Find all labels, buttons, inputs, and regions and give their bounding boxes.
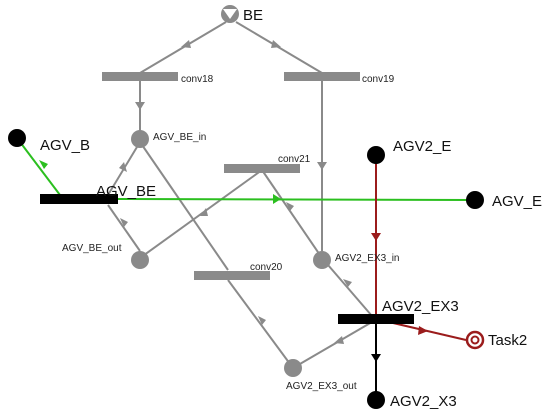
black-edges bbox=[371, 322, 381, 398]
edge-conv20-agv2ex3out bbox=[227, 279, 294, 369]
place-agv-be-out bbox=[131, 251, 149, 269]
place-agv-be-in bbox=[131, 130, 149, 148]
arrow-conv21-agv2ex3in bbox=[286, 202, 294, 211]
edge-agvbein-conv20 bbox=[139, 141, 229, 271]
place-task2-inner bbox=[470, 335, 480, 345]
label-agv-b: AGV_B bbox=[40, 137, 90, 154]
arrow-be-conv19 bbox=[271, 40, 281, 48]
arrow-conv18-agvbein bbox=[135, 102, 145, 110]
labels: BE conv18 conv19 AGV_B AGV_BE_in conv21 … bbox=[40, 7, 542, 410]
arrow-agv2ex3-agv2ex3out bbox=[334, 336, 344, 344]
label-agv2-ex3: AGV2_EX3 bbox=[382, 298, 459, 315]
arrow-agv2e-agv2ex3 bbox=[371, 233, 381, 241]
edge-agvbe-agve bbox=[109, 198, 473, 201]
edge-agv2ex3-agv2ex3out bbox=[292, 321, 373, 369]
transition-agv2-ex3 bbox=[338, 314, 414, 324]
label-agv-be-in: AGV_BE_in bbox=[153, 132, 206, 143]
arrow-conv19-agv2ex3in bbox=[317, 162, 327, 170]
edge-agv2ex3in-agv2ex3 bbox=[321, 257, 373, 317]
label-conv19: conv19 bbox=[362, 74, 395, 85]
label-agv2-x3: AGV2_X3 bbox=[390, 393, 457, 410]
place-agv2-x3 bbox=[367, 391, 385, 409]
arrow-agvbe-agvbeout bbox=[120, 218, 128, 227]
arrow-agv2ex3-task2 bbox=[418, 326, 428, 335]
label-task2: Task2 bbox=[488, 332, 527, 349]
transition-conv19 bbox=[284, 72, 360, 81]
arrow-conv20-agv2ex3out bbox=[258, 316, 266, 325]
place-agv2-ex3-out bbox=[284, 359, 302, 377]
place-agv2-ex3-in bbox=[313, 251, 331, 269]
label-conv20: conv20 bbox=[250, 262, 283, 273]
green-edges bbox=[16, 137, 473, 204]
places bbox=[8, 5, 485, 409]
label-be: BE bbox=[243, 7, 263, 24]
edge-be-conv19 bbox=[235, 21, 323, 74]
transition-agv-be bbox=[40, 194, 118, 204]
label-conv18: conv18 bbox=[181, 74, 214, 85]
label-agv-be: AGV_BE bbox=[96, 183, 156, 200]
arrow-agvbein-agvbe bbox=[119, 162, 127, 172]
transition-conv18 bbox=[102, 72, 178, 81]
transition-conv20 bbox=[194, 271, 270, 280]
arrow-agvb-agvbe bbox=[39, 160, 48, 169]
label-conv21: conv21 bbox=[278, 154, 311, 165]
label-agv2-ex3-out: AGV2_EX3_out bbox=[286, 381, 357, 392]
edge-be-conv18 bbox=[139, 21, 227, 74]
place-agv-e bbox=[466, 191, 484, 209]
edge-agvbe-agvbeout bbox=[107, 204, 141, 252]
transitions bbox=[40, 72, 414, 324]
place-be-marker-icon bbox=[223, 9, 237, 19]
arrow-agv2ex3-agv2x3 bbox=[371, 354, 381, 362]
arrow-be-conv18 bbox=[181, 40, 191, 48]
label-agv-be-out: AGV_BE_out bbox=[62, 243, 122, 254]
transition-conv21 bbox=[224, 164, 300, 173]
edge-agvb-agvbe bbox=[16, 137, 61, 196]
arrow-agv2ex3in-agv2ex3 bbox=[343, 279, 352, 287]
edge-conv21-agv2ex3in bbox=[261, 169, 323, 259]
arrow-agvbe-agve bbox=[273, 194, 281, 204]
edge-agvbeout-conv21 bbox=[139, 169, 263, 259]
arrow-agvbeout-conv21 bbox=[200, 208, 208, 216]
place-agv-b bbox=[8, 129, 26, 147]
gray-edges bbox=[107, 21, 373, 369]
place-agv2-e bbox=[367, 146, 385, 164]
label-agv2-e: AGV2_E bbox=[393, 138, 451, 155]
label-agv-e: AGV_E bbox=[492, 193, 542, 210]
label-agv2-ex3-in: AGV2_EX3_in bbox=[335, 253, 400, 264]
